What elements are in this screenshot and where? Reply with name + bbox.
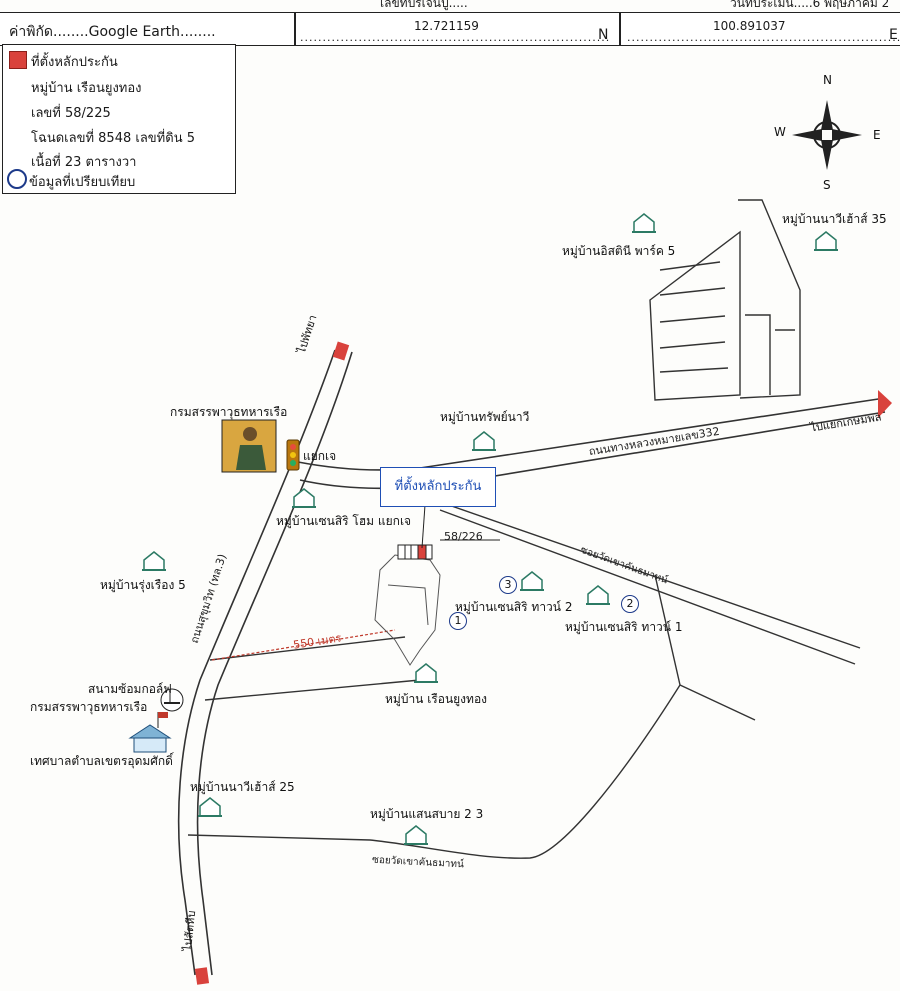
house-icon (414, 663, 438, 683)
lon-suffix: E (889, 27, 898, 43)
comparison-marker-1: 1 (449, 612, 467, 630)
municipality-icon (128, 712, 172, 753)
arrow-east (878, 390, 892, 418)
callout-pointer (421, 504, 426, 549)
comparison-marker-3: 3 (499, 576, 517, 594)
label-senasiri-town-2: หมู่บ้านเซนสิริ ทาวน์ 2 (455, 600, 573, 614)
coord-source-label: ค่าพิกัด........Google Earth........ (9, 24, 216, 40)
label-plot-no: 58/226 (444, 530, 483, 543)
legend-deed: โฉนดเลขที่ 8548 เลขที่ดิน 5 (31, 131, 195, 146)
legend-collateral-label: ที่ตั้งหลักประกัน (31, 55, 118, 70)
header-date-cut: วันที่ประเมิน.....6 พฤษภาคม 2 (730, 0, 890, 10)
lon-value: 100.891037 (713, 19, 786, 33)
label-senasiri-home: หมู่บ้านเซนสิริ โฮม แยกเจ (276, 514, 412, 528)
arrow-north (332, 341, 350, 361)
label-isiny-park: หมู่บ้านอิสตินี พาร์ค 5 (562, 244, 676, 258)
arrow-south (194, 967, 210, 985)
label-sap-navy: หมู่บ้านทรัพย์นาวี (440, 410, 530, 424)
label-navy-house-35: หมู่บ้านนาวีเฮ้าส์ 35 (782, 212, 887, 226)
house-icon (472, 431, 496, 451)
label-rungruang: หมู่บ้านรุ่งเรือง 5 (100, 578, 186, 592)
label-municipality: เทศบาลตำบลเขตรอุดมศักดิ์ (30, 754, 173, 768)
house-icon (198, 797, 222, 817)
house-icon (404, 825, 428, 845)
access-roads (187, 574, 756, 859)
lat-suffix: N (598, 27, 609, 43)
label-golf-owner: กรมสรรพาวุธทหารเรือ (30, 700, 148, 714)
header: เลขที่ปรีเจ้นปู..... วันที่ประเมิน.....6… (0, 0, 900, 60)
legend: ที่ตั้งหลักประกัน หมู่บ้าน เรือนยูงทอง เ… (2, 44, 236, 194)
compass-s: S (823, 178, 831, 192)
compass-e: E (873, 128, 881, 142)
house-icon (814, 231, 838, 251)
house-icon (142, 551, 166, 571)
legend-comparison: ข้อมูลที่เปรียบเทียบ (29, 175, 136, 190)
lat-value: 12.721159 (414, 19, 479, 33)
house-icon (632, 213, 656, 233)
lat-dots: ........................................… (300, 31, 611, 44)
distance-line (211, 629, 396, 661)
label-navy-house-25: หมู่บ้านนาวีเฮ้าส์ 25 (190, 780, 295, 794)
traffic-light-icon (286, 439, 300, 471)
label-golf: สนามซ้อมกอล์ฟ (88, 682, 172, 696)
golf-icon (160, 688, 184, 712)
legend-house-no: เลขที่ 58/225 (31, 106, 111, 121)
lon-dots: ........................................… (627, 31, 900, 44)
sukhumvit-road (177, 349, 353, 976)
compass-w: W (774, 125, 786, 139)
compass-n: N (823, 73, 832, 87)
lon-cell: 100.891037 .............................… (620, 12, 900, 46)
label-navy-ordnance: กรมสรรพาวุธทหารเรือ (170, 405, 288, 419)
legend-area: เนื้อที่ 23 ตารางวา (31, 155, 137, 170)
collateral-plot (397, 539, 500, 560)
village-ruenyoong-outline (374, 554, 441, 666)
legend-village: หมู่บ้าน เรือนยูงทอง (31, 81, 142, 96)
house-icon (586, 585, 610, 605)
comparison-circle-icon (7, 169, 27, 189)
label-saensabai: หมู่บ้านแสนสบาย 2 3 (370, 807, 484, 821)
label-senasiri-town-1: หมู่บ้านเซนสิริ ทาวน์ 1 (565, 620, 683, 634)
compass-icon (792, 100, 862, 170)
housing-grid (649, 199, 801, 401)
comparison-marker-2: 2 (621, 595, 639, 613)
house-icon (520, 571, 544, 591)
header-cut-text: เลขที่ปรีเจ้นปู..... (380, 0, 468, 10)
label-ruenyoong: หมู่บ้าน เรือนยูงทอง (385, 692, 488, 706)
collateral-callout: ที่ตั้งหลักประกัน (380, 467, 496, 507)
label-yaek-je: แยกเจ (303, 449, 337, 463)
navy-ordnance-icon (221, 419, 277, 473)
house-icon (292, 488, 316, 508)
lat-cell: 12.721159 ..............................… (295, 12, 620, 46)
soi-khao-road (419, 494, 861, 665)
collateral-swatch (9, 51, 27, 69)
